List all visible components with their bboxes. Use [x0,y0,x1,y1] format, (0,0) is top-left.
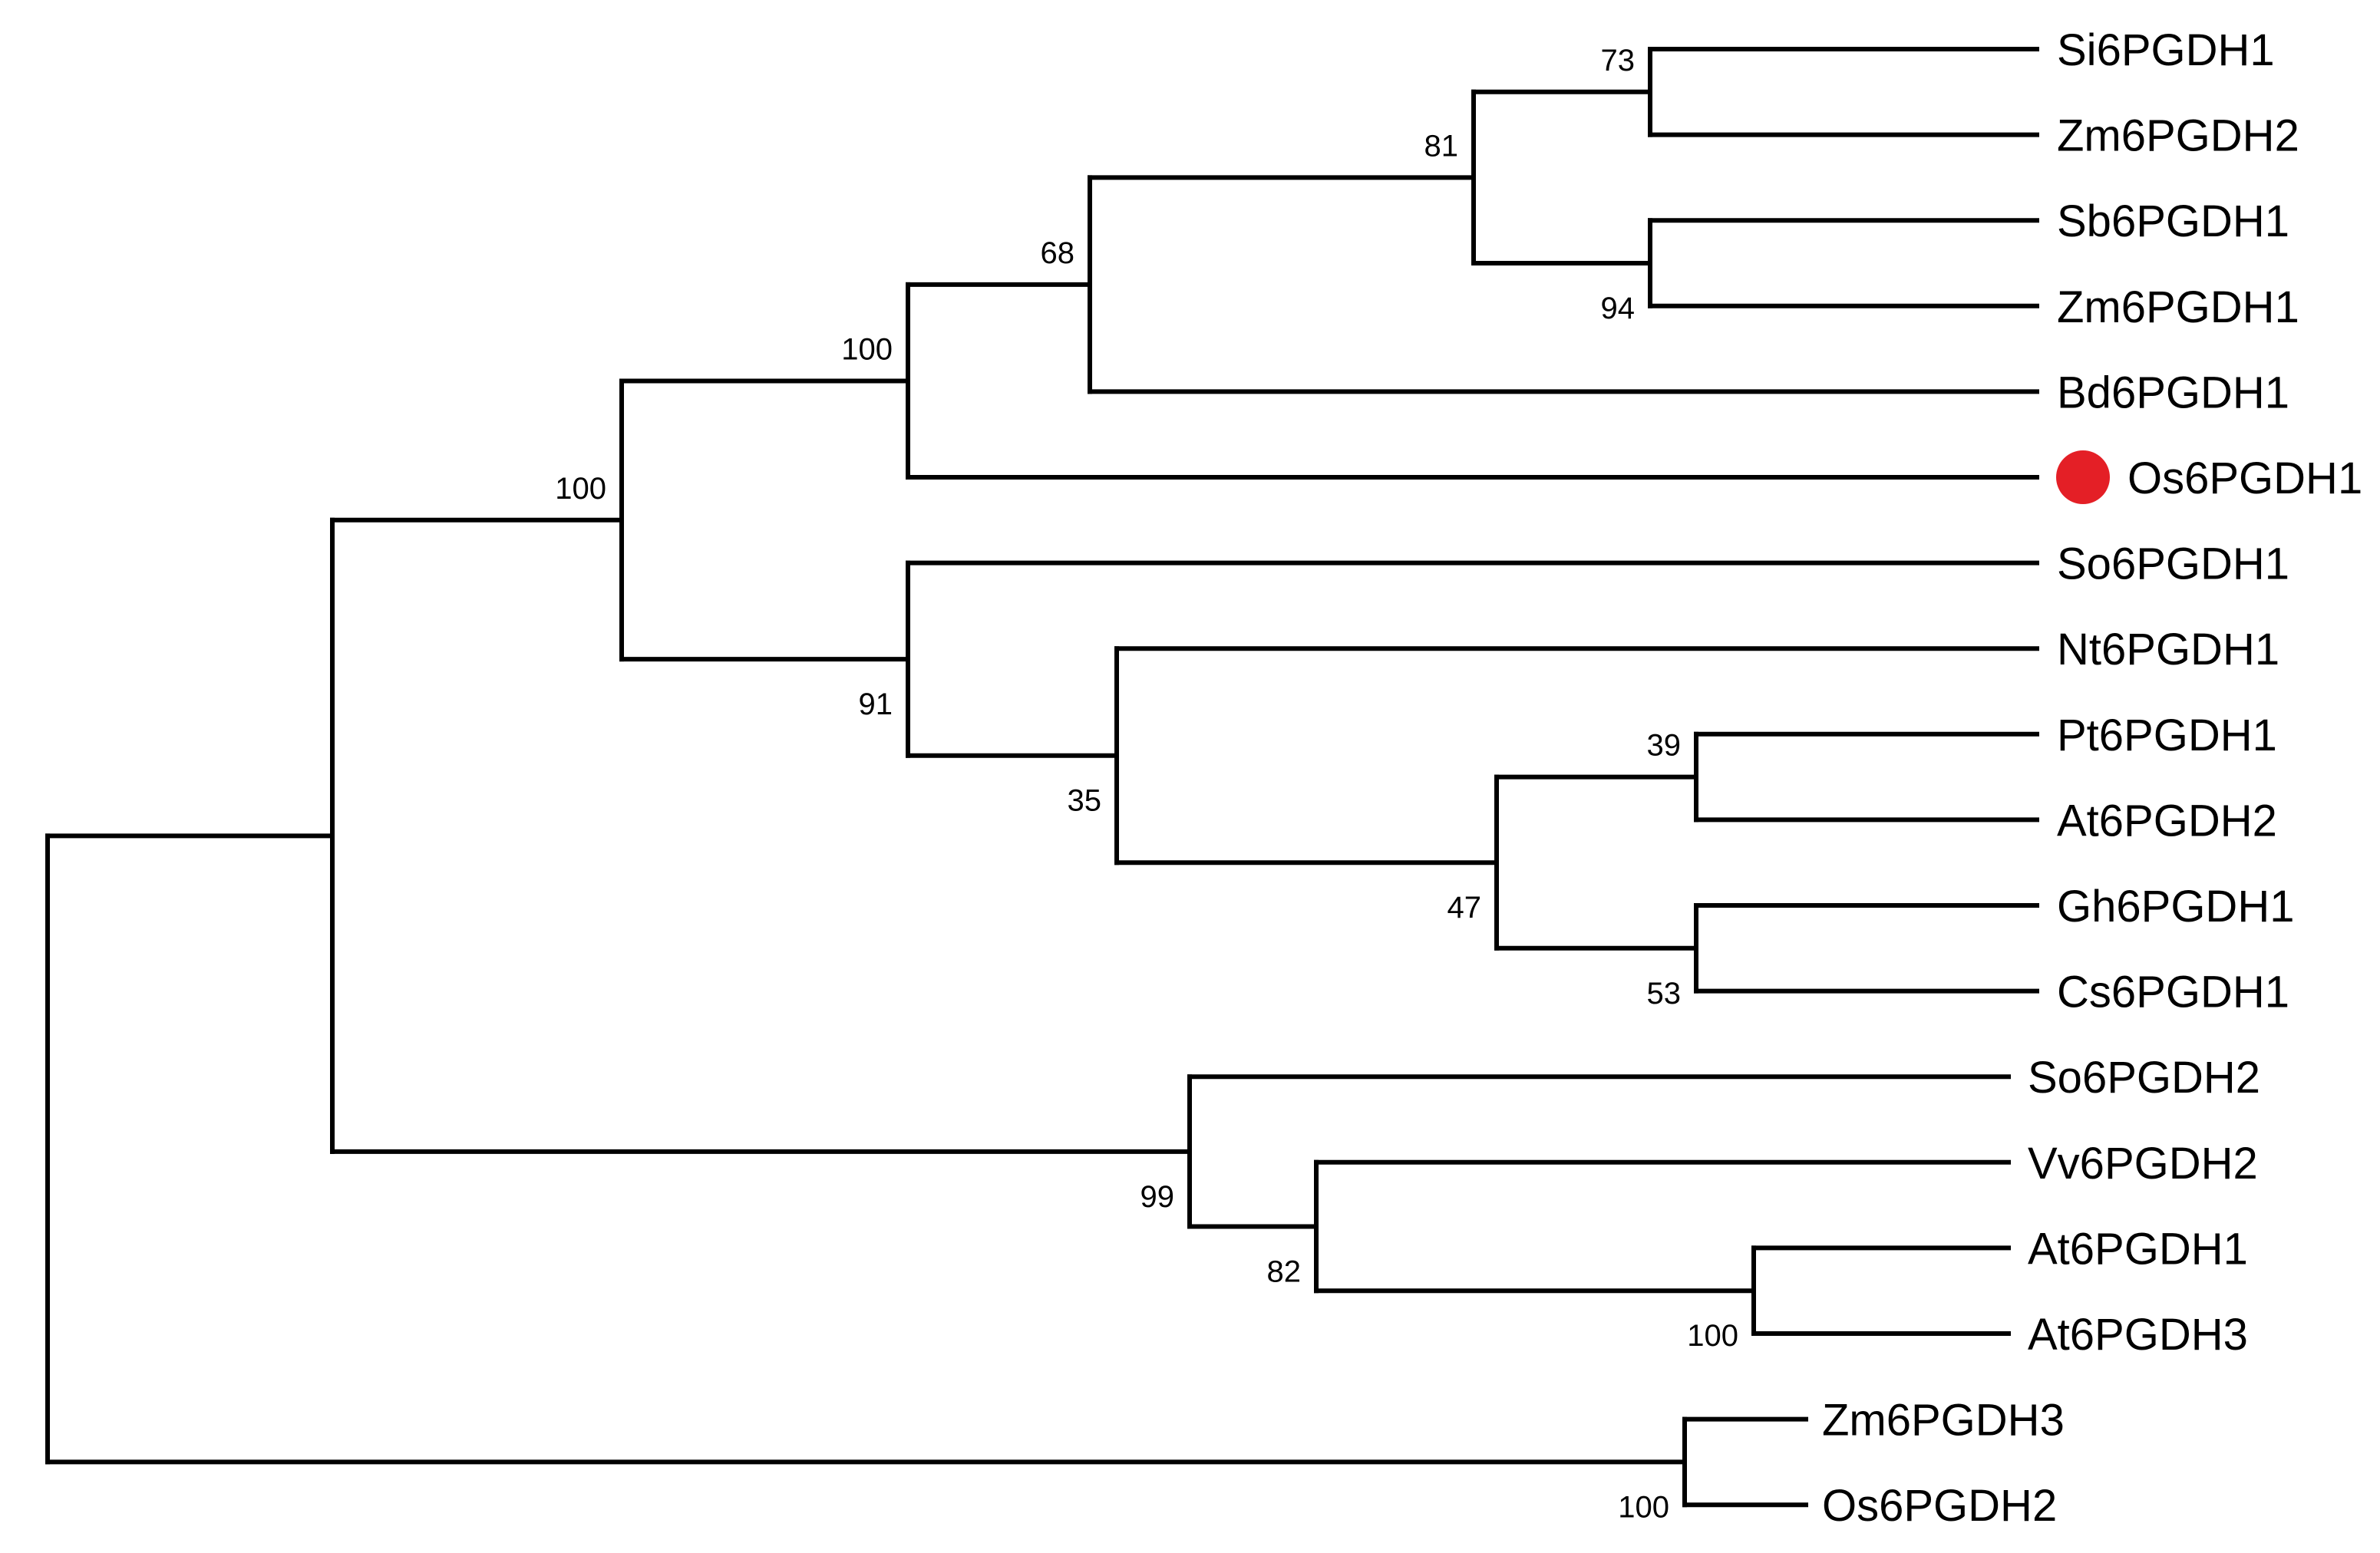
taxon-label: So6PGDH1 [2057,539,2289,589]
taxon-label: Cs6PGDH1 [2057,968,2289,1017]
bootstrap-label: 35 [1068,784,1102,818]
bootstrap-label: 81 [1424,129,1459,163]
bootstrap-label: 82 [1267,1255,1302,1289]
taxon-label: Zm6PGDH3 [1822,1396,2065,1446]
taxon-label: At6PGDH2 [2057,796,2277,846]
taxon-label: Si6PGDH1 [2057,25,2275,75]
taxon-label: Os6PGDH2 [1822,1481,2057,1531]
bootstrap-label: 47 [1447,891,1482,925]
taxon-label: Pt6PGDH1 [2057,711,2277,760]
taxon-label: Gh6PGDH1 [2057,882,2294,931]
taxon-label: Zm6PGDH2 [2057,111,2299,161]
taxon-label: Vv6PGDH2 [2028,1139,2258,1189]
bootstrap-label: 39 [1647,729,1682,763]
bootstrap-label: 73 [1601,44,1636,77]
taxon-label: Sb6PGDH1 [2057,196,2289,246]
taxon-label: Bd6PGDH1 [2057,368,2289,417]
taxon-label: Zm6PGDH1 [2057,282,2299,332]
bootstrap-label: 94 [1601,292,1636,325]
bootstrap-label: 91 [859,687,893,721]
taxon-label: So6PGDH2 [2028,1053,2260,1103]
bootstrap-label: 68 [1041,236,1075,270]
taxon-label: At6PGDH1 [2028,1224,2248,1274]
taxon-label: Os6PGDH1 [2127,453,2362,503]
bootstrap-label: 53 [1647,977,1682,1011]
highlight-dot-icon [2056,450,2110,504]
bootstrap-label: 100 [841,332,893,366]
bootstrap-label: 100 [555,472,606,506]
taxon-label: Nt6PGDH1 [2057,625,2279,674]
bootstrap-label: 100 [1687,1319,1738,1353]
taxon-label: At6PGDH3 [2028,1310,2248,1360]
bootstrap-label: 100 [1618,1490,1669,1524]
bootstrap-label: 99 [1140,1180,1175,1214]
